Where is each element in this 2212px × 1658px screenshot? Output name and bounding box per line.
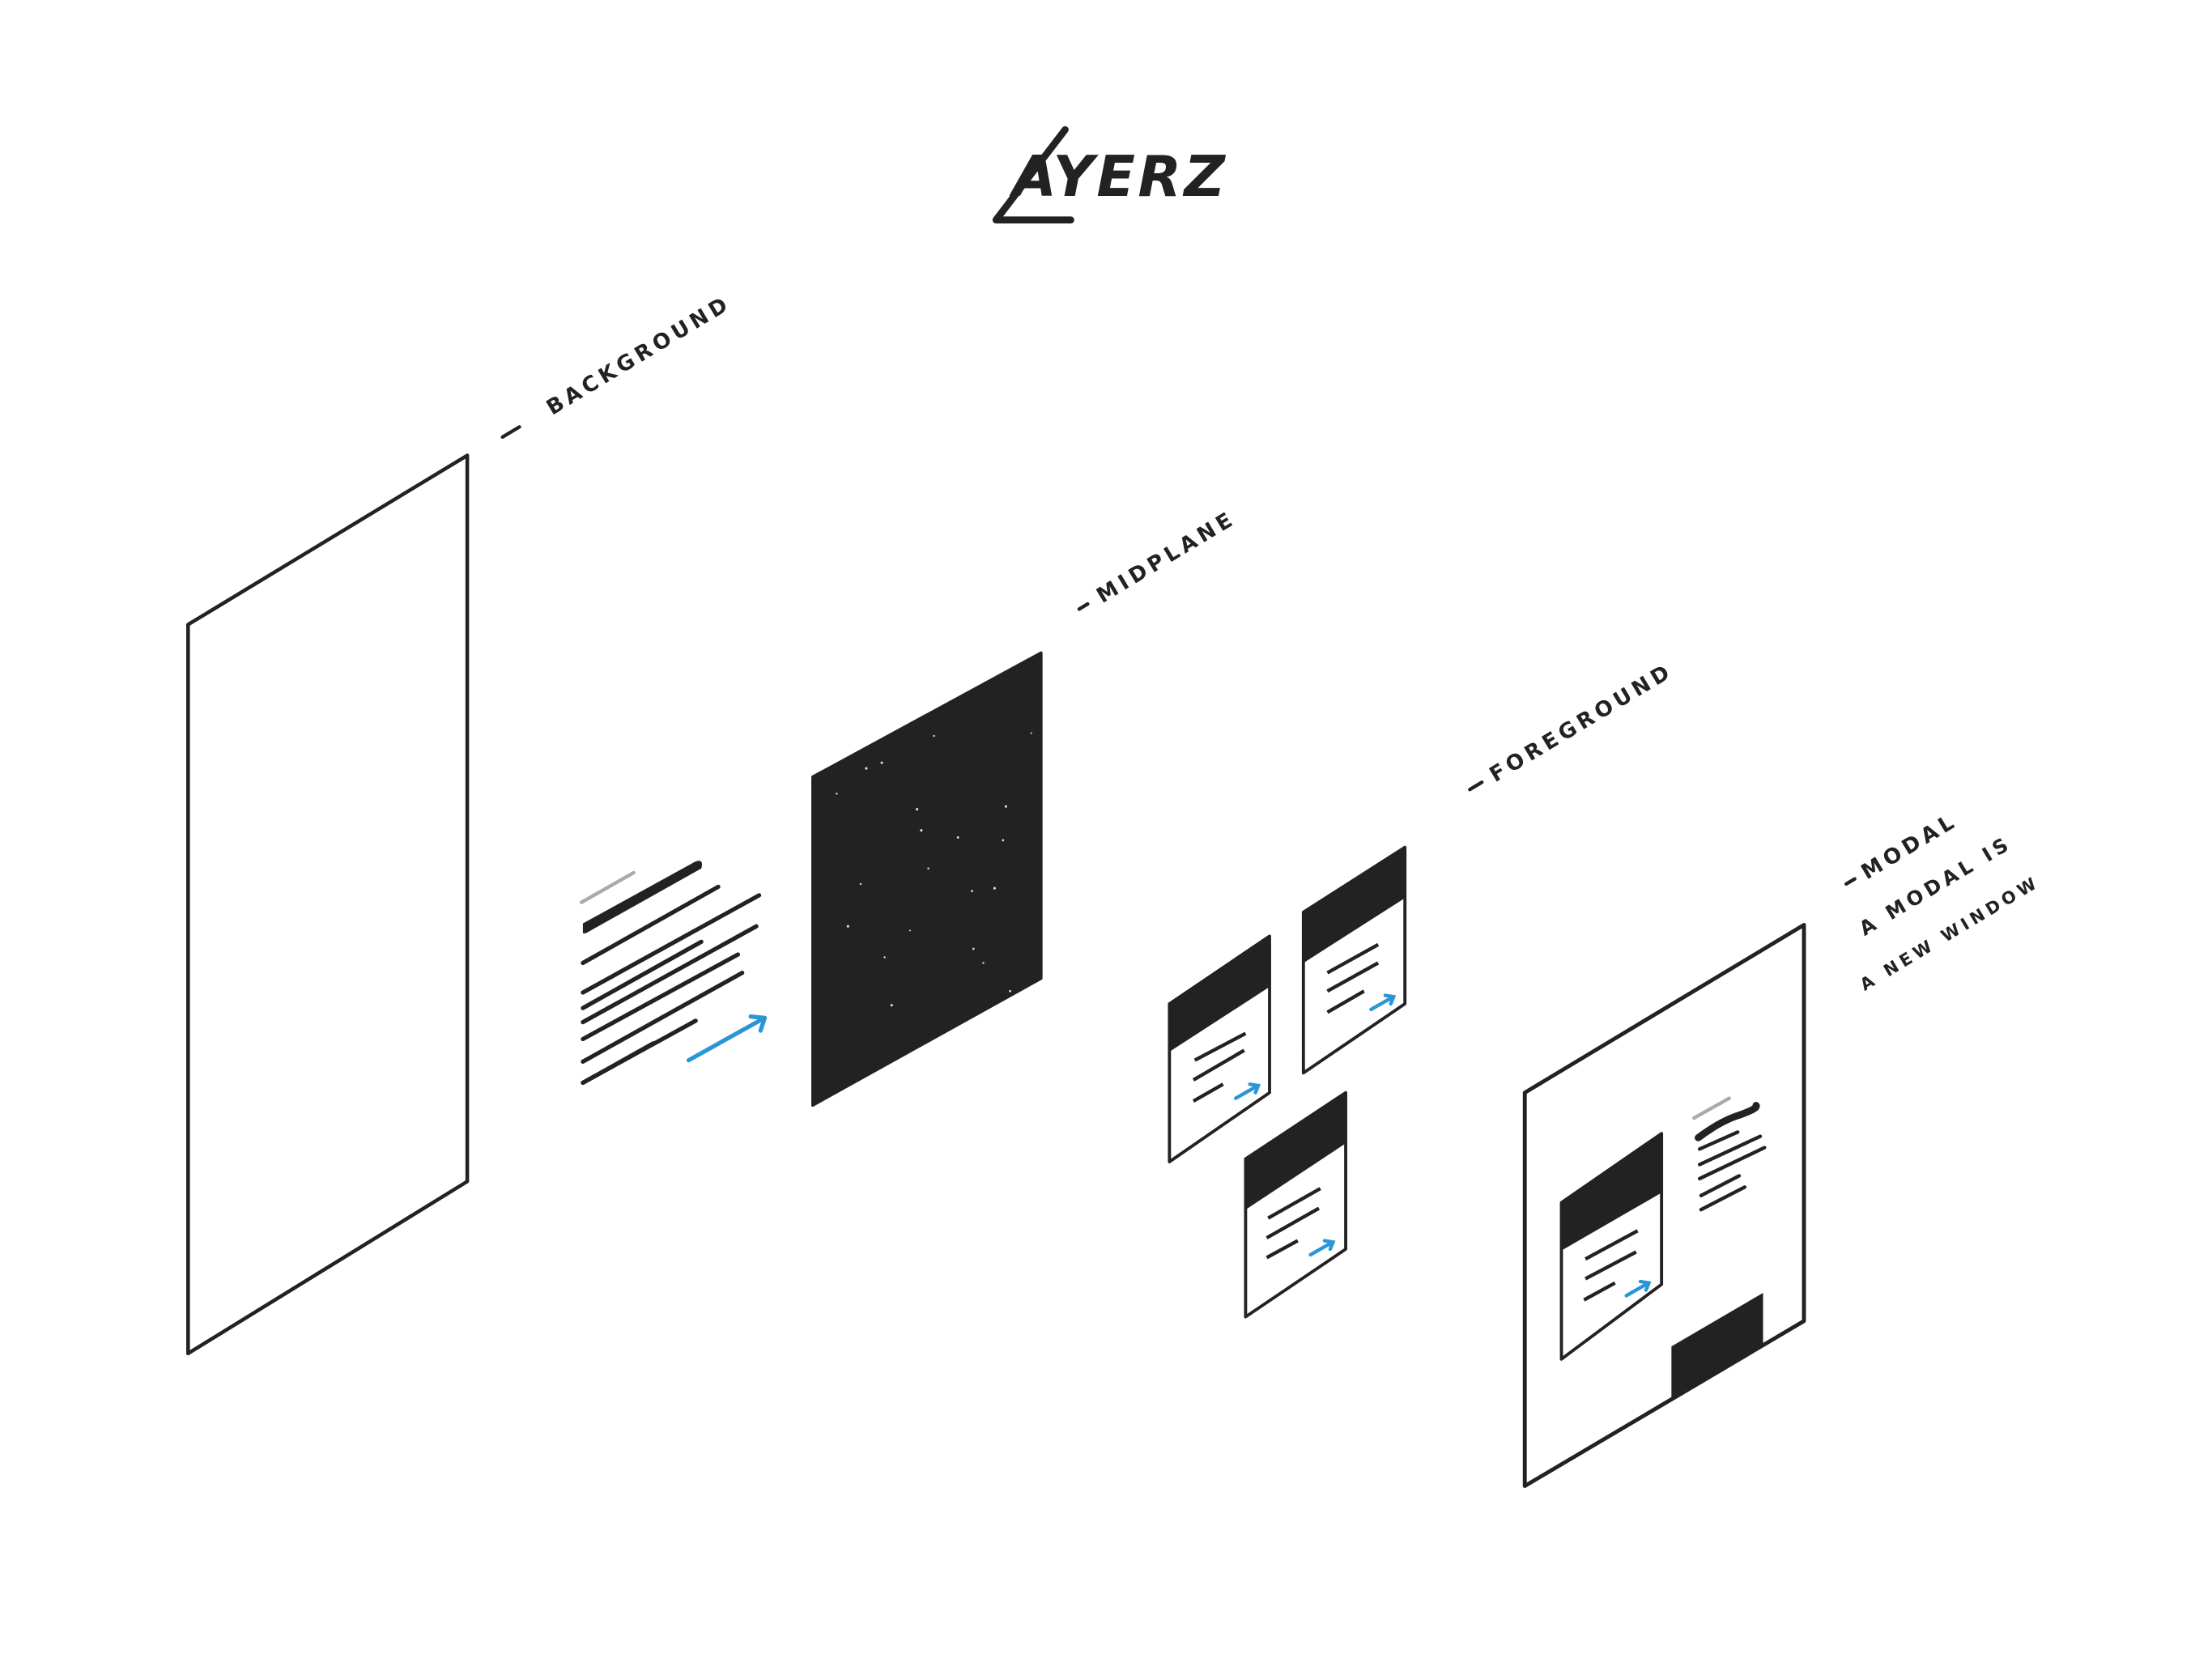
background-layer [186,453,470,1356]
logo-text: AYERZ [1009,144,1227,210]
midplane-label: MIDPLANE [1077,506,1240,611]
arrow-up-right-icon [686,1014,768,1063]
card-icon [1559,1132,1664,1361]
star-dots [836,732,1032,1007]
modal-note-line1: A MODAL IS [1855,831,2016,940]
midplane-label-text: MIDPLANE [1092,506,1240,608]
text-lines-icon [579,861,762,1086]
arrow-up-right-icon [1308,1239,1336,1257]
foreground-label-text: FOREGROUND [1486,659,1678,788]
modal-layer [1522,922,1806,1488]
background-label-text: BACKGROUND [542,291,735,421]
foreground-label: FOREGROUND [1468,659,1678,792]
text-lines-icon [1692,1096,1767,1212]
background-label: BACKGROUND [500,291,735,440]
arrow-up-right-icon [1234,1082,1261,1100]
card-icon [1168,934,1271,1163]
background-plane [186,453,470,1356]
logo: AYERZ [992,125,1227,224]
arrow-up-right-icon [1369,993,1397,1012]
modal-dark-block [1671,1292,1763,1397]
arrow-up-right-icon [1624,1279,1652,1298]
midplane-layer [811,651,1043,1107]
card-icon [1301,845,1407,1075]
midplane-plane [811,651,1043,1107]
foreground-layer [1168,845,1407,1319]
card-icon [1244,1090,1347,1319]
